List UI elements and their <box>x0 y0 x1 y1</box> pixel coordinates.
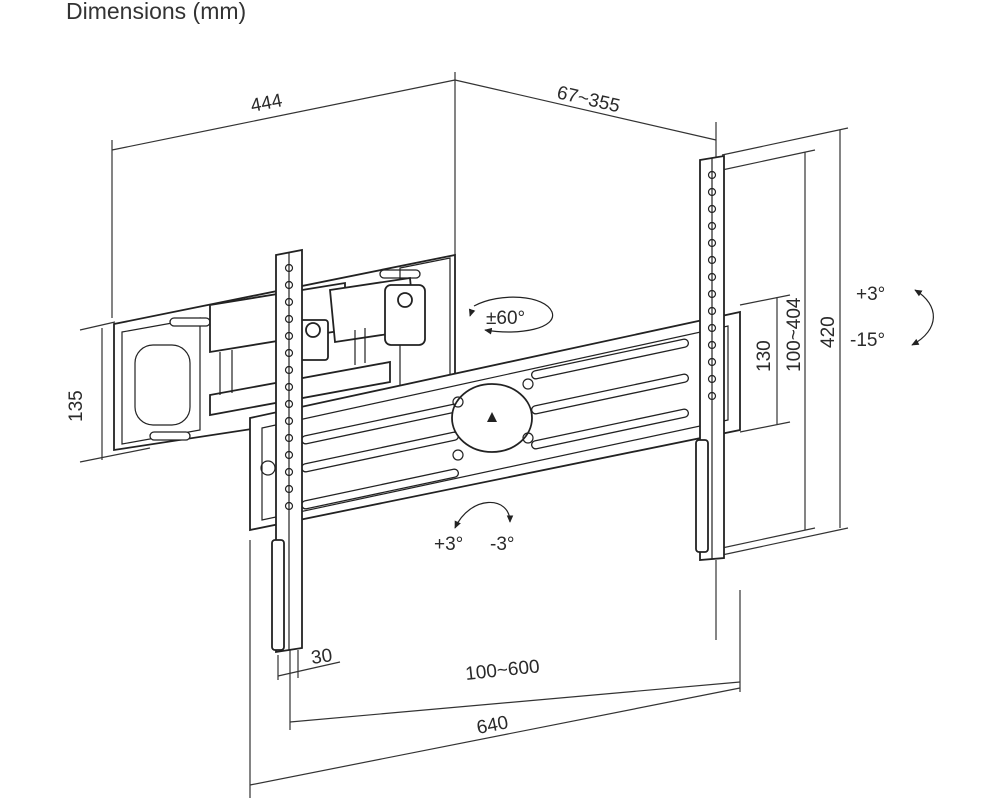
right-vertical-bracket <box>695 154 725 561</box>
label-wall-width: 444 <box>249 90 285 117</box>
label-level-minus: -3° <box>490 534 515 555</box>
rotation-labels: ±60° +3° -15° +3° -3° <box>434 284 885 555</box>
label-extension: 67~355 <box>555 82 622 117</box>
label-vesa-horizontal: 100~600 <box>464 656 540 685</box>
rotation-arrows <box>454 289 934 529</box>
label-center-height: 130 <box>754 340 775 372</box>
label-vesa-vertical: 100~404 <box>784 297 805 372</box>
horizontal-rail <box>249 310 741 532</box>
label-offset: 30 <box>310 645 334 669</box>
label-height-overall: 420 <box>818 316 839 348</box>
label-level-plus: +3° <box>434 534 463 555</box>
label-swivel: ±60° <box>486 308 525 329</box>
label-tilt-down: -15° <box>850 330 885 351</box>
page-title: Dimensions (mm) <box>66 0 247 24</box>
left-vertical-bracket <box>271 248 303 654</box>
label-wall-height: 135 <box>66 390 87 422</box>
label-tilt-up: +3° <box>856 284 885 305</box>
dimension-lines <box>79 72 849 798</box>
